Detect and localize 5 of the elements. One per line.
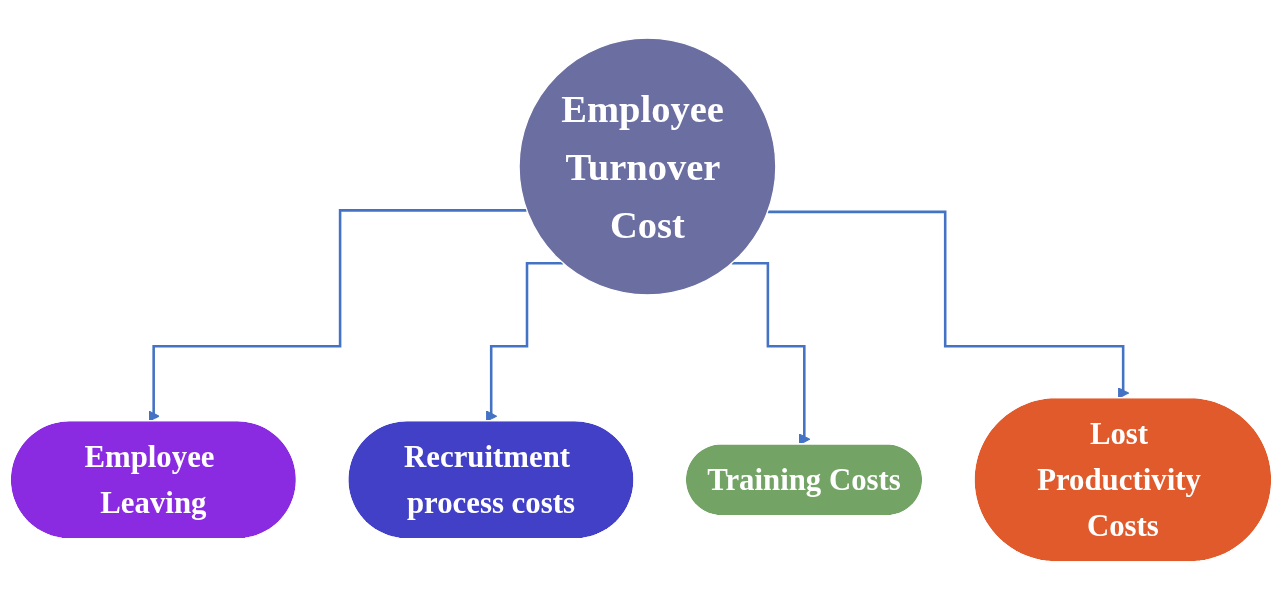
arrow xyxy=(148,209,527,422)
arrow xyxy=(731,262,811,445)
node-circle: Employee Turnover Cost xyxy=(518,37,777,296)
arrow xyxy=(767,210,1130,399)
arrow xyxy=(485,262,564,422)
